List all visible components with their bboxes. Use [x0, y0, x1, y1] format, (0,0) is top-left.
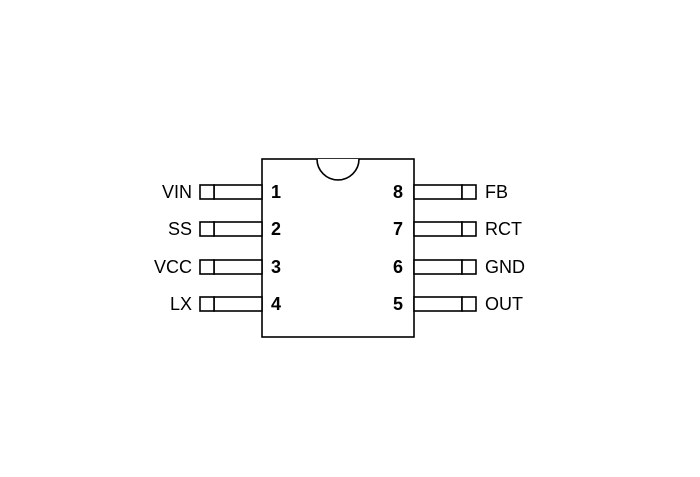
pin-1: VIN 1 — [162, 182, 281, 202]
pin-4: LX 4 — [170, 294, 281, 314]
pin-number-label: 8 — [393, 182, 403, 202]
pin-lead-tip — [461, 259, 477, 275]
pin-8: FB 8 — [393, 182, 508, 202]
pin-name-label: SS — [168, 219, 192, 239]
pin-name-label: GND — [485, 257, 525, 277]
pin-name-label: RCT — [485, 219, 522, 239]
ic-package-outline — [261, 158, 415, 338]
pin-lead — [413, 296, 463, 312]
pin-lead-tip — [199, 296, 215, 312]
ic-body — [261, 158, 415, 338]
pin-name-label: VCC — [154, 257, 192, 277]
pin-2: SS 2 — [168, 219, 281, 239]
pin-name-label: FB — [485, 182, 508, 202]
pin-lead — [413, 259, 463, 275]
pin-number-label: 7 — [393, 219, 403, 239]
pin-number-label: 3 — [271, 257, 281, 277]
pin-number-label: 1 — [271, 182, 281, 202]
pin-lead — [413, 184, 463, 200]
pin-lead-tip — [461, 184, 477, 200]
pin-lead — [213, 259, 263, 275]
pin-name-label: OUT — [485, 294, 523, 314]
pin-number-label: 5 — [393, 294, 403, 314]
pin-lead-tip — [199, 259, 215, 275]
pin-lead-tip — [461, 221, 477, 237]
pin-7: RCT 7 — [393, 219, 522, 239]
pin-name-label: VIN — [162, 182, 192, 202]
pin-6: GND 6 — [393, 257, 525, 277]
pin-lead — [213, 184, 263, 200]
pin-number-label: 6 — [393, 257, 403, 277]
pin-lead — [413, 221, 463, 237]
pin-lead-tip — [461, 296, 477, 312]
pin-lead-tip — [199, 221, 215, 237]
pin-number-label: 2 — [271, 219, 281, 239]
pin-lead — [213, 296, 263, 312]
pin-3: VCC 3 — [154, 257, 281, 277]
pin-lead — [213, 221, 263, 237]
pin1-orientation-notch — [316, 158, 360, 181]
pin-lead-tip — [199, 184, 215, 200]
pin-5: OUT 5 — [393, 294, 523, 314]
pin-name-label: LX — [170, 294, 192, 314]
pin-number-label: 4 — [271, 294, 281, 314]
